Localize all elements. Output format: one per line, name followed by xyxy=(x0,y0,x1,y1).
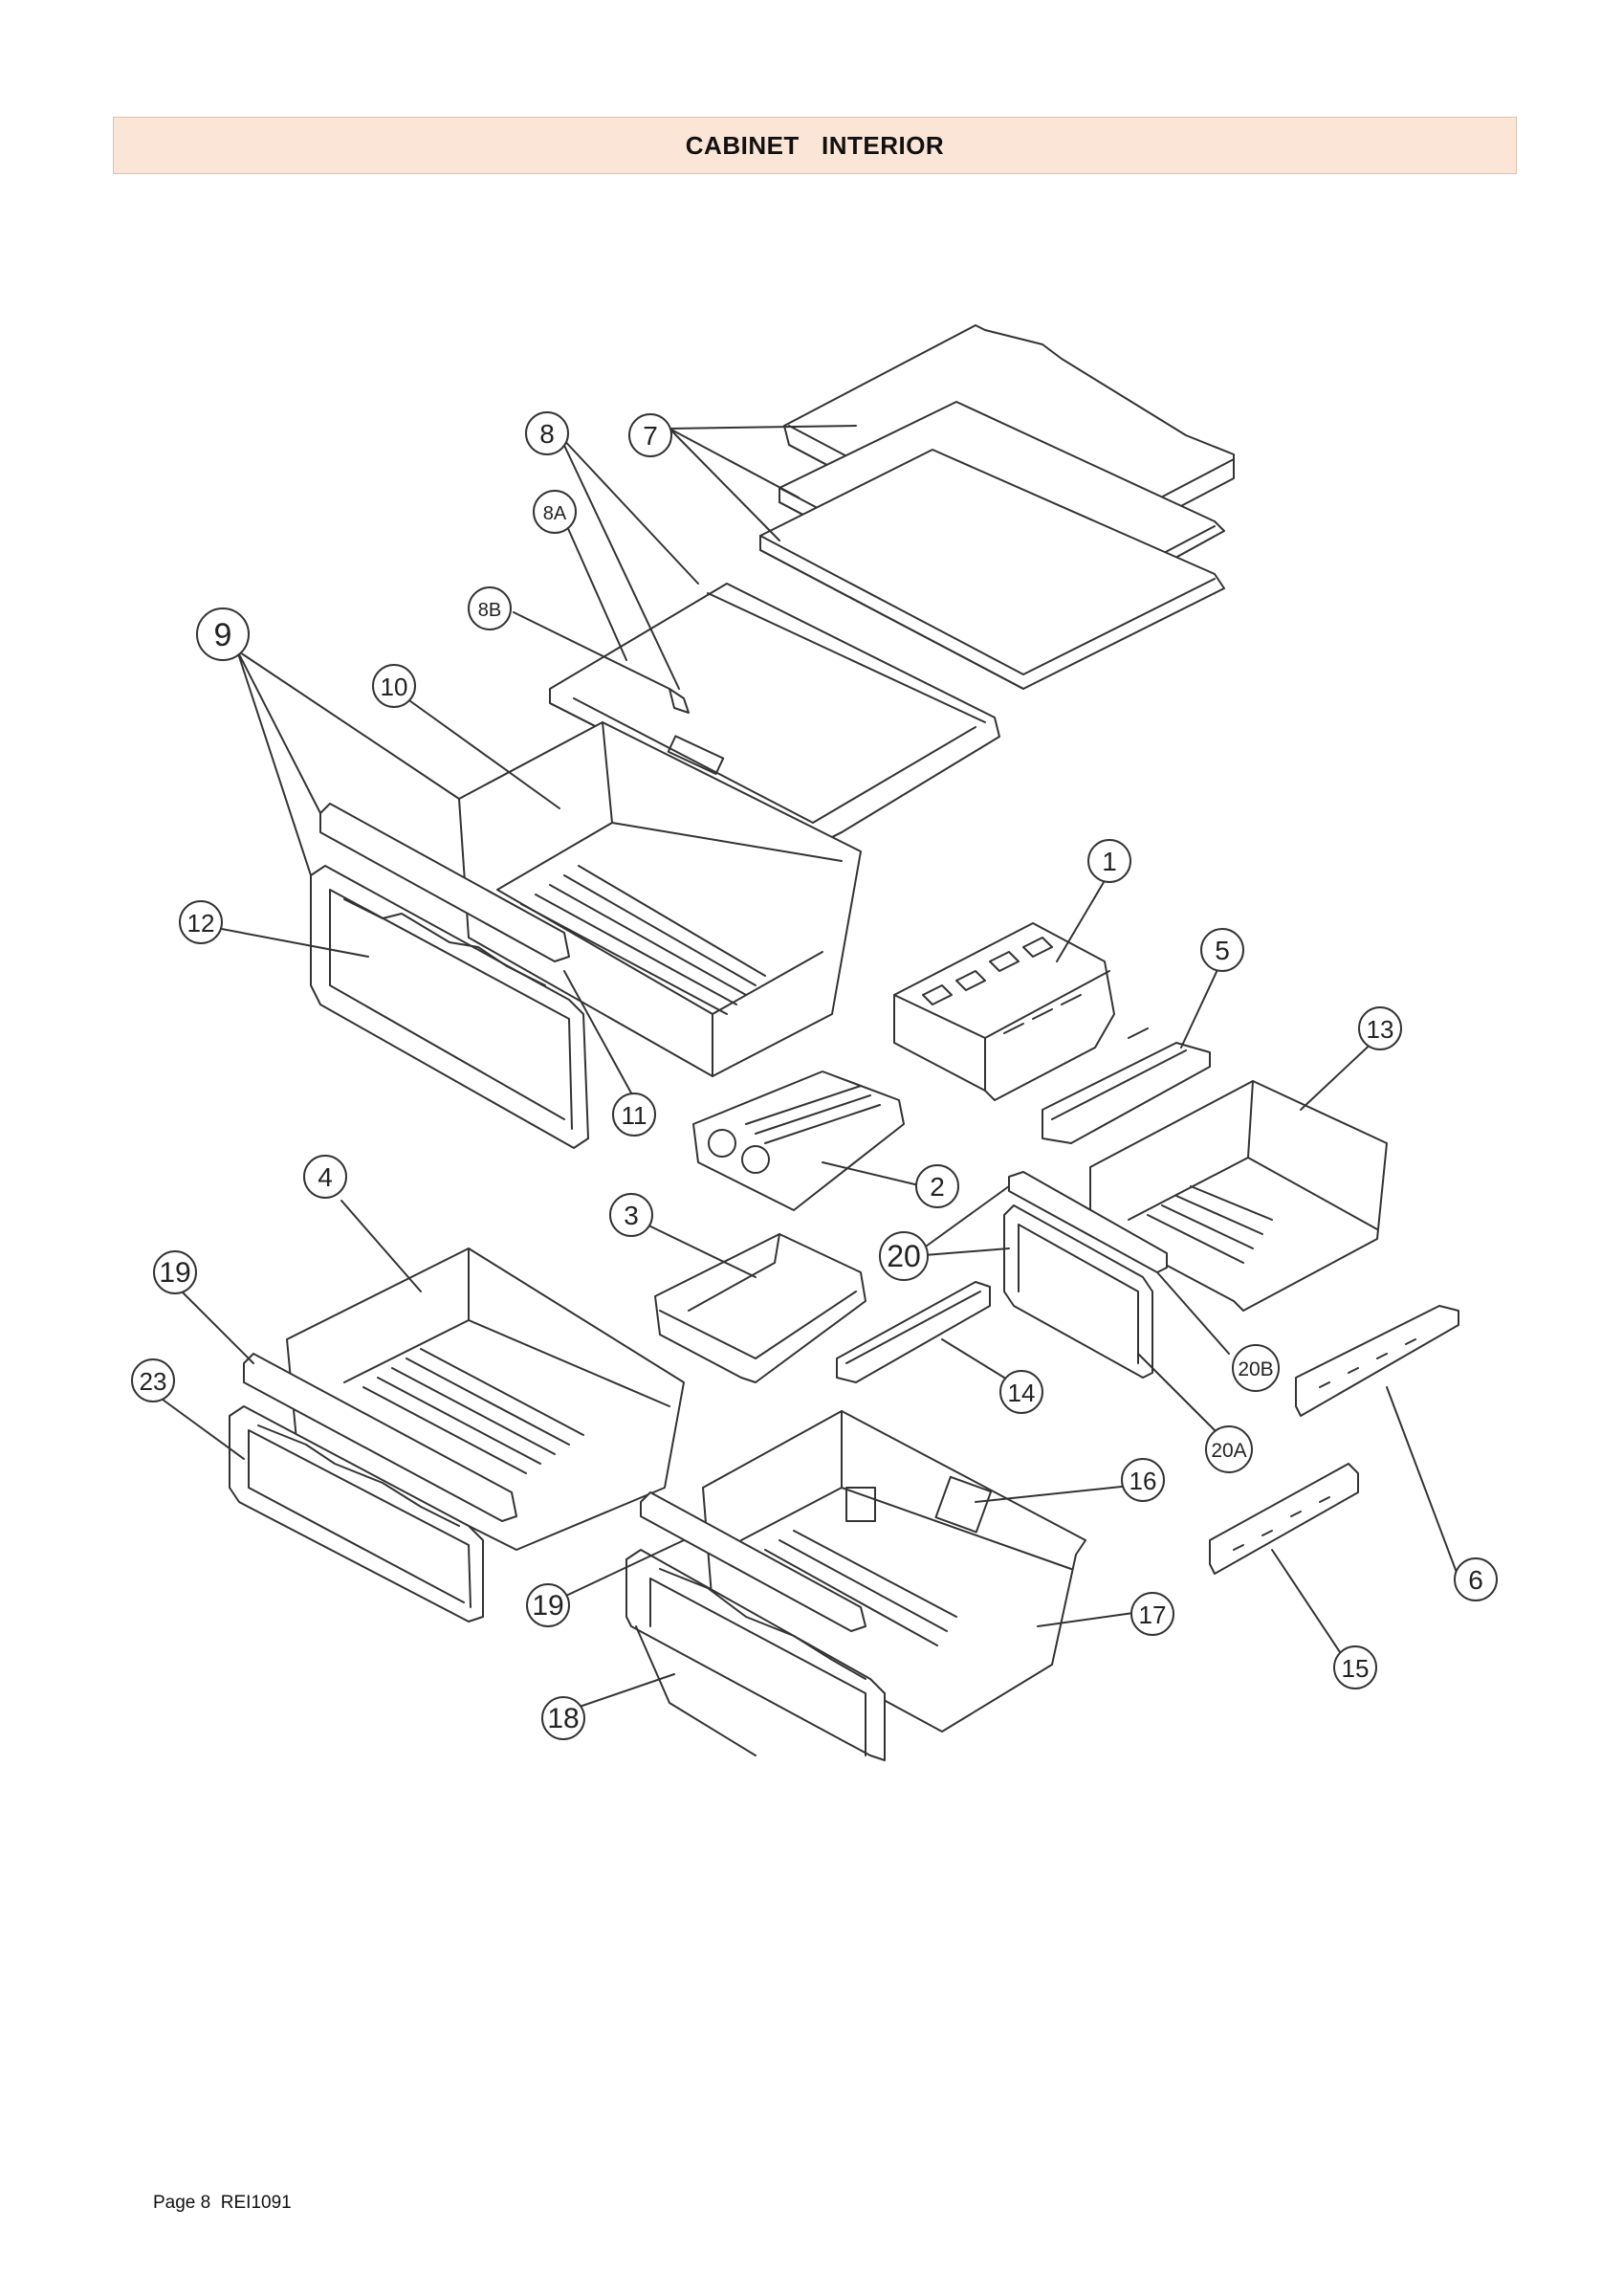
left-lower-drawer-front-part-23 xyxy=(229,1405,484,1623)
callout-19-right: 19 xyxy=(526,1583,570,1627)
callout-12-label: 12 xyxy=(187,909,215,938)
callout-14: 14 xyxy=(999,1370,1043,1414)
callout-15-label: 15 xyxy=(1342,1654,1370,1683)
callout-20b: 20B xyxy=(1232,1344,1280,1392)
callout-5: 5 xyxy=(1200,928,1244,972)
callout-20: 20 xyxy=(879,1231,929,1281)
callout-8: 8 xyxy=(525,411,569,455)
callout-20a: 20A xyxy=(1205,1425,1253,1473)
callout-16-label: 16 xyxy=(1130,1467,1157,1495)
callout-8a-label: 8A xyxy=(543,503,567,524)
callout-10-label: 10 xyxy=(381,673,408,701)
callout-4: 4 xyxy=(303,1155,347,1199)
callout-8b: 8B xyxy=(468,586,512,630)
callout-3-label: 3 xyxy=(624,1201,639,1230)
callout-10: 10 xyxy=(372,664,416,708)
small-bin-part-3 xyxy=(654,1233,866,1383)
callout-11-label: 11 xyxy=(622,1101,647,1130)
callout-3: 3 xyxy=(609,1193,653,1237)
callout-6: 6 xyxy=(1454,1557,1498,1601)
callout-8-label: 8 xyxy=(539,419,555,449)
callout-15: 15 xyxy=(1333,1645,1377,1689)
callout-12: 12 xyxy=(179,900,223,944)
right-lower-drawer-front-part-18 xyxy=(625,1549,886,1761)
callout-7-label: 7 xyxy=(643,421,658,451)
leader-lines xyxy=(158,425,1462,1709)
page-footer: Page 8 REI1091 xyxy=(153,2193,292,2213)
callout-19-right-label: 19 xyxy=(532,1590,563,1622)
callout-2-label: 2 xyxy=(930,1172,945,1202)
callout-23-label: 23 xyxy=(140,1367,167,1396)
glass-shelves-part-7 xyxy=(759,324,1235,690)
callout-11: 11 xyxy=(612,1093,656,1137)
section-title: CABINET INTERIOR xyxy=(685,130,945,160)
callout-9-label: 9 xyxy=(214,617,232,653)
callout-6-label: 6 xyxy=(1468,1565,1483,1595)
callout-5-label: 5 xyxy=(1215,936,1230,965)
callout-14-label: 14 xyxy=(1008,1379,1036,1407)
callout-18: 18 xyxy=(541,1696,585,1740)
ice-tray-part-2 xyxy=(692,1071,905,1211)
rail-part-14 xyxy=(836,1281,991,1383)
right-lower-rail-part-19 xyxy=(640,1491,866,1632)
small-drawer-front-part-20 xyxy=(1003,1171,1168,1379)
rail-part-5 xyxy=(1042,1027,1211,1144)
callout-4-label: 4 xyxy=(318,1162,333,1192)
callout-2: 2 xyxy=(915,1164,959,1208)
callout-13-label: 13 xyxy=(1367,1015,1394,1044)
section-header: CABINET INTERIOR xyxy=(113,117,1517,174)
rail-part-6 xyxy=(1295,1305,1459,1417)
callout-8a: 8A xyxy=(533,490,577,534)
callout-17-label: 17 xyxy=(1139,1601,1167,1629)
callout-19-left-label: 19 xyxy=(159,1257,190,1289)
part-callouts: 1 2 3 4 5 6 7 8 8A 8B 9 10 11 12 13 14 1… xyxy=(131,411,1498,1740)
ice-maker-frame-part-1 xyxy=(893,922,1115,1101)
callout-1: 1 xyxy=(1087,839,1131,883)
callout-19-left: 19 xyxy=(153,1250,197,1294)
callout-23: 23 xyxy=(131,1358,175,1402)
callout-18-label: 18 xyxy=(547,1703,579,1734)
left-lower-rail-part-19 xyxy=(243,1353,517,1522)
callout-13: 13 xyxy=(1358,1006,1402,1050)
callout-8b-label: 8B xyxy=(478,600,501,621)
callout-20a-label: 20A xyxy=(1211,1440,1246,1462)
upper-drawer-part-10 xyxy=(458,721,862,1077)
callout-17: 17 xyxy=(1130,1592,1174,1636)
callout-20b-label: 20B xyxy=(1238,1358,1273,1380)
rail-part-15 xyxy=(1209,1463,1359,1575)
upper-drawer-front-part-12 xyxy=(310,865,589,1149)
callout-7: 7 xyxy=(628,413,672,457)
callout-16: 16 xyxy=(1121,1458,1165,1502)
callout-9: 9 xyxy=(196,607,250,661)
upper-drawer-rail-part-11 xyxy=(319,803,570,962)
callout-20-label: 20 xyxy=(887,1239,921,1273)
callout-1-label: 1 xyxy=(1102,847,1117,876)
